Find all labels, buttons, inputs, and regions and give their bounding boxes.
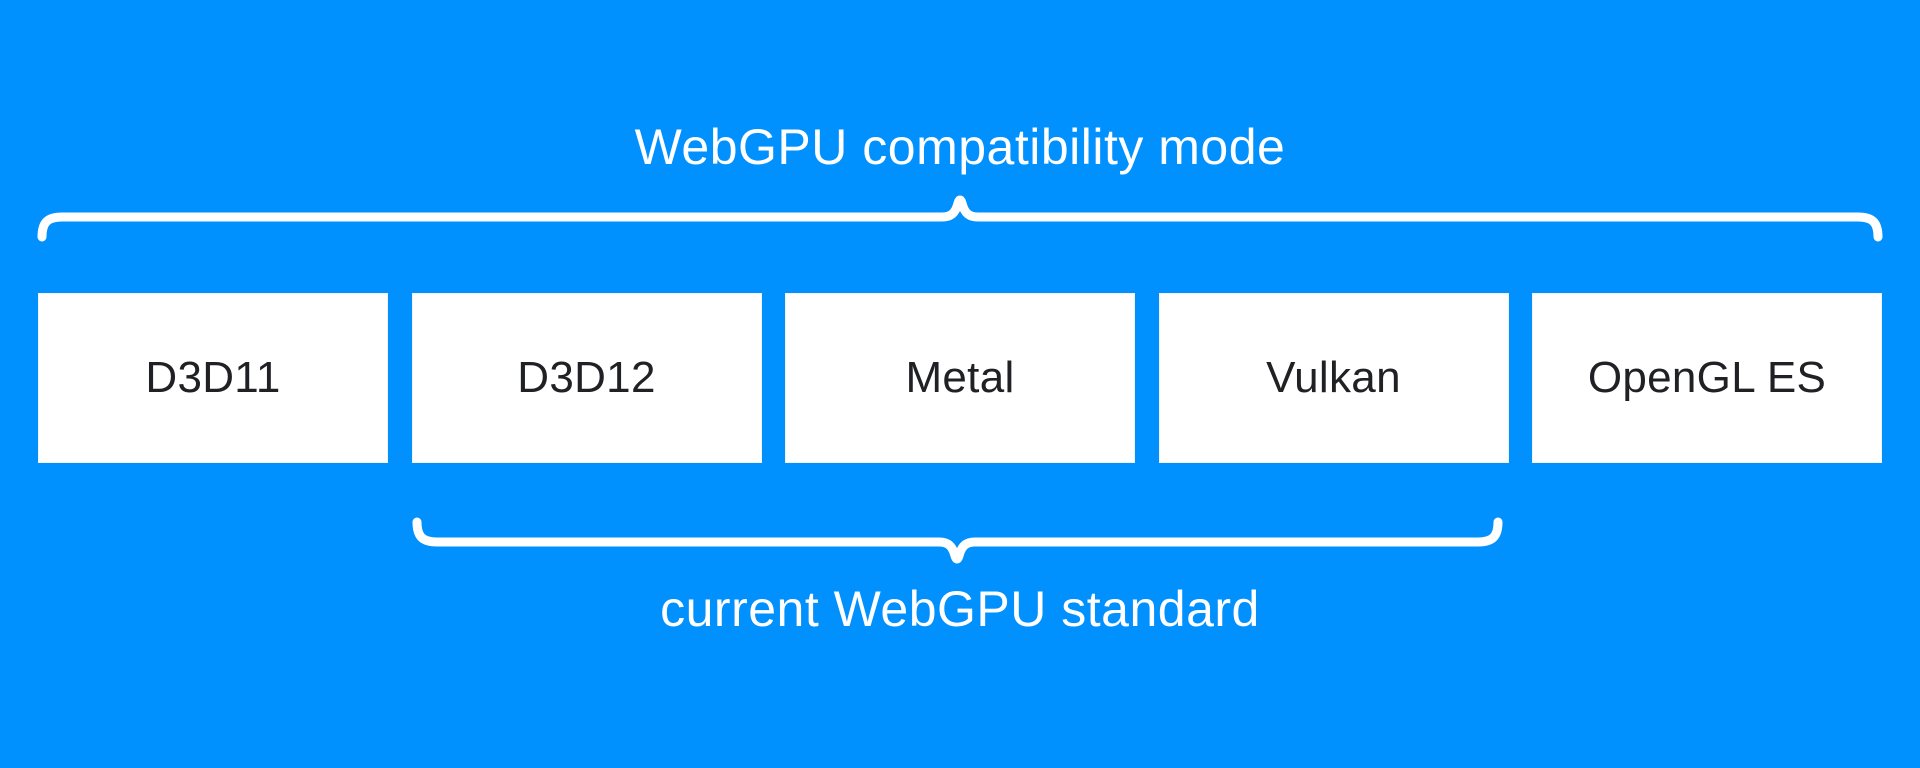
api-box-d3d12: D3D12 [411,293,762,463]
api-box-label: Metal [905,353,1015,402]
api-box-d3d11: D3D11 [38,293,388,463]
bottom-brace-icon [412,517,1503,564]
api-box-metal: Metal [785,293,1135,463]
api-box-label: D3D11 [145,353,281,402]
top-group-label: WebGPU compatibility mode [634,119,1286,175]
top-brace-icon [37,195,1883,242]
api-box-label: D3D12 [517,353,656,402]
api-boxes-row: D3D11 D3D12 Metal Vulkan OpenGL ES [38,293,1882,463]
api-box-label: Vulkan [1266,353,1401,402]
api-box-label: OpenGL ES [1587,353,1827,402]
bottom-group-label: current WebGPU standard [660,581,1260,637]
api-box-vulkan: Vulkan [1158,293,1509,463]
api-box-opengl-es: OpenGL ES [1532,293,1882,463]
